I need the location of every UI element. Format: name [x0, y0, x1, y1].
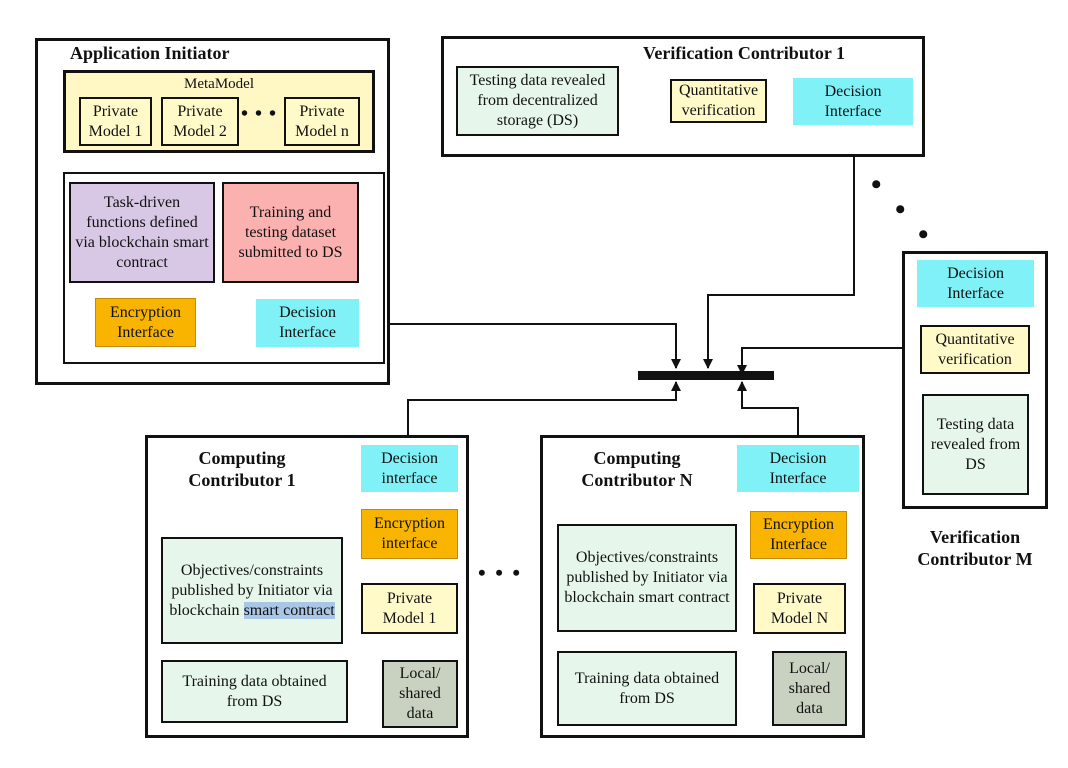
task-driven-functions: Task-driven functions defined via blockc…: [69, 182, 215, 283]
vertical-dot-1: •: [871, 168, 888, 201]
initiator-decision-interface: Decision Interface: [256, 299, 359, 347]
cn-objectives-constraints: Objectives/constraints published by Init…: [557, 524, 737, 632]
vertical-dot-2: •: [895, 193, 912, 226]
verification-contributor-m-title: Verification Contributor M: [917, 527, 1033, 569]
computing-contributor-1-title: Computing Contributor 1: [188, 448, 296, 490]
models-ellipsis: • • •: [241, 103, 278, 125]
verm-quantitative-verification: Quantitative verification: [920, 325, 1030, 374]
verification-contributor-1-title: Verification Contributor 1: [643, 43, 845, 63]
arrow-app-decision-bus: [353, 319, 681, 369]
c1-training-data: Training data obtained from DS: [161, 660, 348, 723]
arrow-compn-bus: [737, 381, 803, 446]
computing-contributor-n-title: Computing Contributor N: [581, 448, 693, 490]
private-model-1: Private Model 1: [79, 97, 152, 146]
cn-local-shared-data: Local/ shared data: [772, 651, 847, 726]
computing-ellipsis: • • •: [478, 560, 523, 585]
cn-decision-interface: Decision Interface: [737, 445, 859, 492]
application-initiator-title: Application Initiator: [70, 43, 230, 63]
c1-decision-interface: Decision interface: [361, 445, 458, 492]
c1-smart-contract-highlight: smart contract: [243, 601, 335, 619]
c1-objectives-constraints: Objectives/constraints published by Init…: [161, 537, 343, 644]
initiator-encryption-interface: Encryption Interface: [95, 298, 196, 347]
c1-private-model: Private Model 1: [361, 583, 458, 634]
ver1-decision-interface: Decision Interface: [793, 78, 913, 125]
initiator-lower-box: [63, 172, 385, 364]
ver1-testing-data: Testing data revealed from decentralized…: [456, 66, 619, 136]
c1-objectives-text: Objectives/constraints published by Init…: [167, 561, 337, 621]
arrow-comp1-bus: [403, 381, 681, 446]
private-model-n: Private Model n: [284, 97, 360, 146]
ver1-quantitative-verification: Quantitative verification: [670, 79, 767, 123]
private-model-2: Private Model 2: [161, 97, 239, 146]
cn-training-data: Training data obtained from DS: [557, 651, 737, 726]
verm-testing-data: Testing data revealed from DS: [922, 394, 1029, 495]
c1-objectives-pre: Objectives/constraints published by Init…: [169, 561, 333, 619]
central-bus-bar: [638, 371, 774, 380]
c1-encryption-interface: Encryption interface: [361, 509, 458, 559]
cn-encryption-interface: Encryption Interface: [750, 511, 847, 559]
arrow-verm-bus: [737, 343, 919, 375]
metamodel-label: MetaModel: [184, 76, 254, 92]
training-testing-dataset: Training and testing dataset submitted t…: [222, 182, 359, 283]
arrow-ver1-decision-bus: [703, 124, 859, 369]
c1-local-shared-data: Local/ shared data: [382, 660, 458, 728]
verm-decision-interface: Decision Interface: [917, 260, 1034, 307]
vertical-dot-3: •: [918, 218, 935, 251]
cn-private-model: Private Model N: [753, 583, 846, 634]
